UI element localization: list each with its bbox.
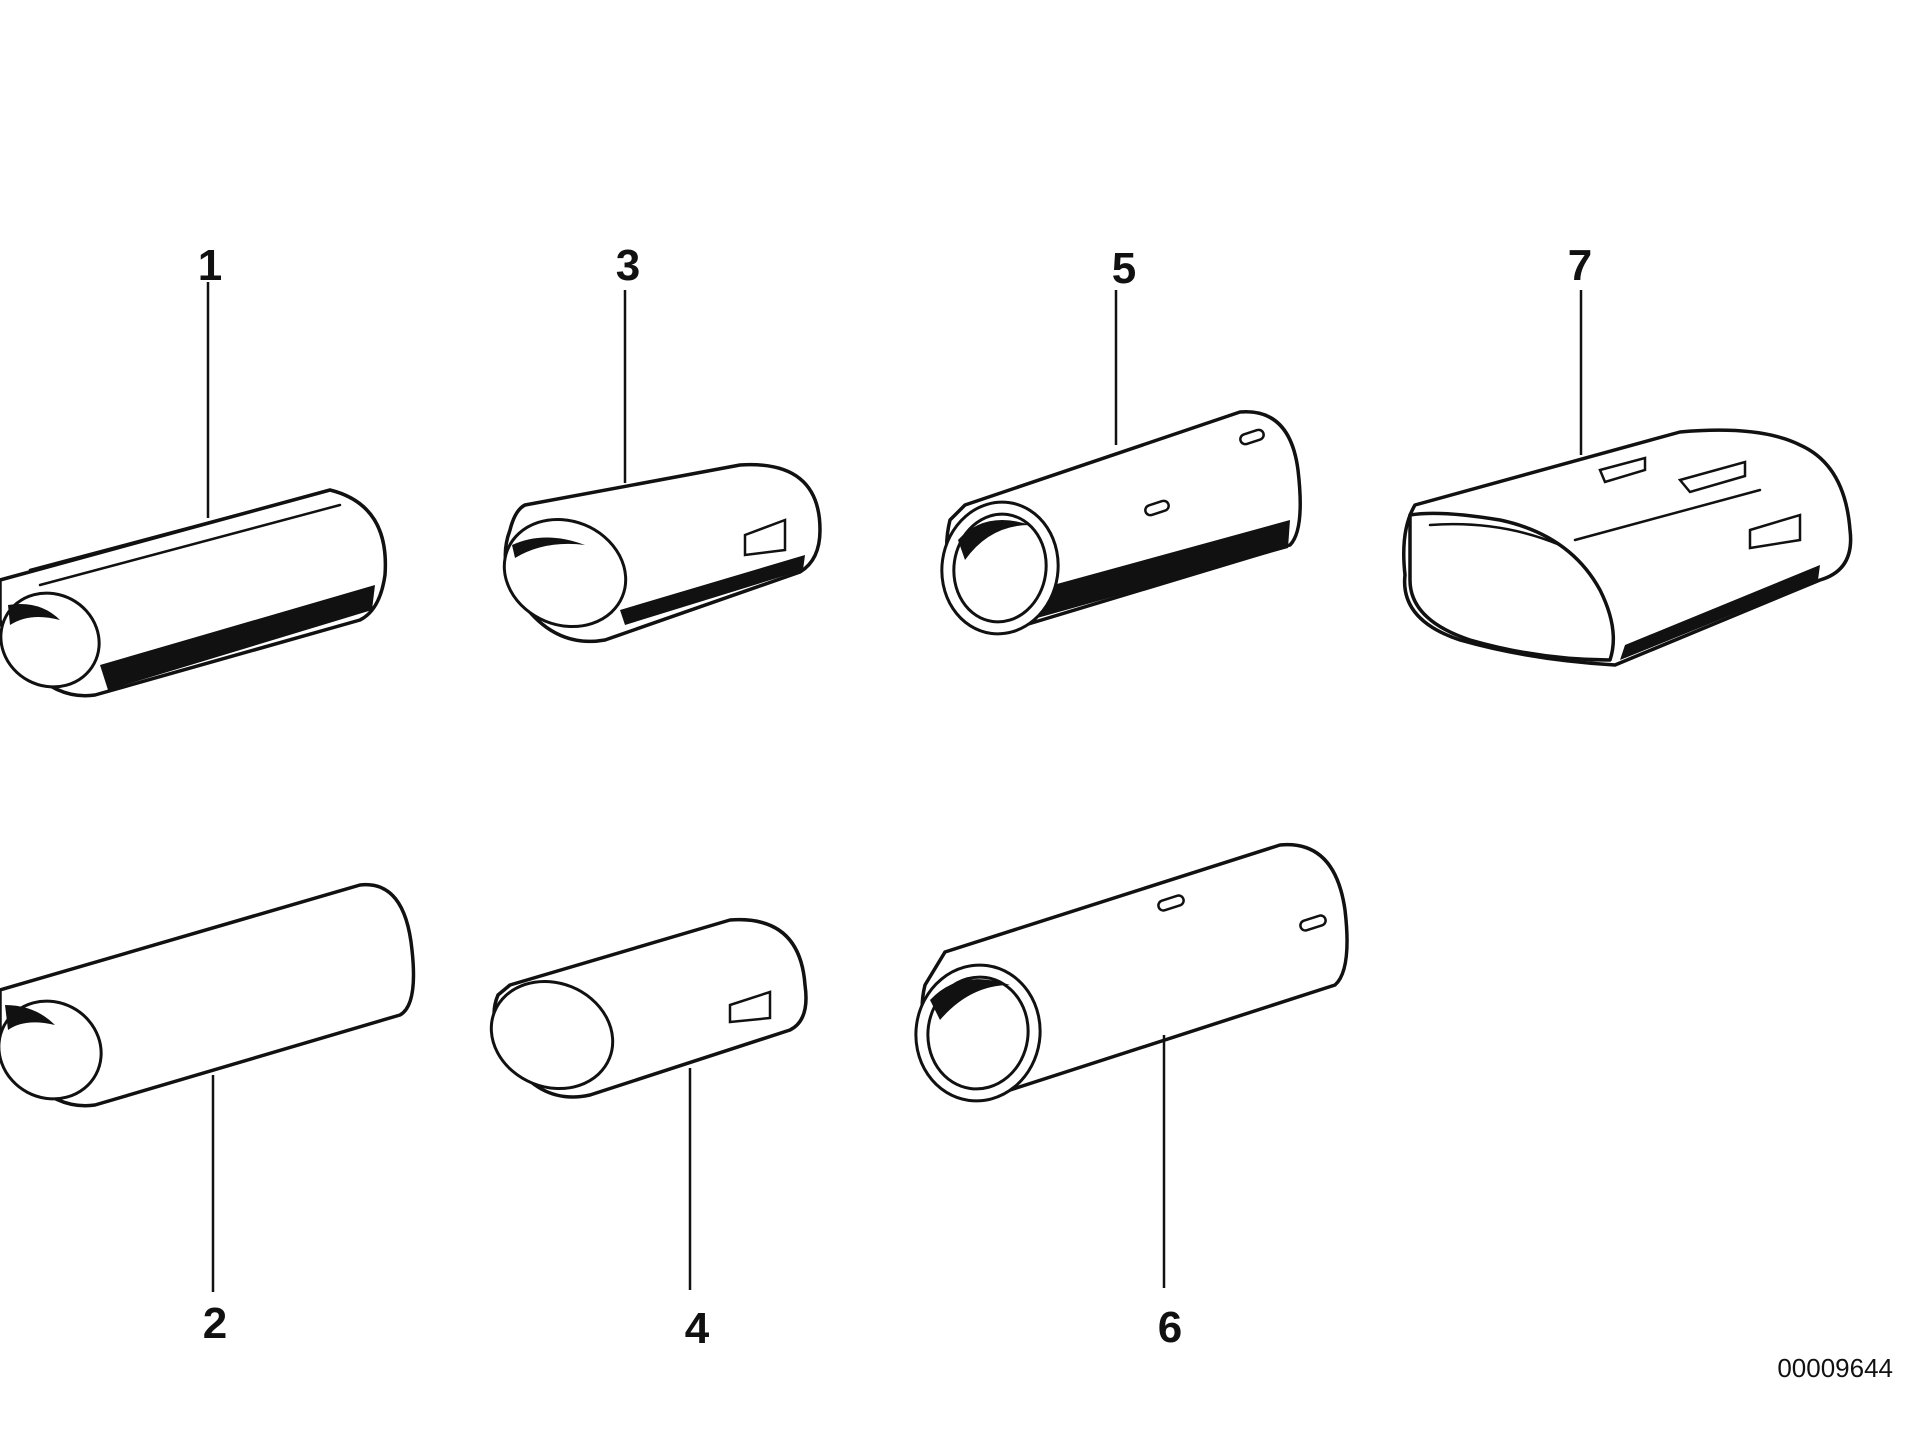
callout-2: 2: [203, 1299, 227, 1348]
callout-1: 1: [198, 241, 222, 290]
callout-7: 7: [1568, 241, 1592, 290]
callout-5: 5: [1112, 244, 1136, 293]
part-7-exhaust-tip: [1402, 290, 1853, 667]
drawing-number: 00009644: [1777, 1353, 1893, 1383]
part-2-exhaust-tip: [0, 882, 416, 1292]
part-3-exhaust-tip: [502, 290, 822, 644]
part-5-exhaust-tip: [940, 290, 1302, 636]
callout-4: 4: [685, 1304, 710, 1353]
part-4-exhaust-tip: [489, 917, 808, 1290]
callout-3: 3: [616, 241, 640, 290]
part-6-exhaust-tip: [914, 842, 1349, 1288]
callout-6: 6: [1158, 1303, 1182, 1352]
part-1-exhaust-tip: [0, 282, 388, 698]
